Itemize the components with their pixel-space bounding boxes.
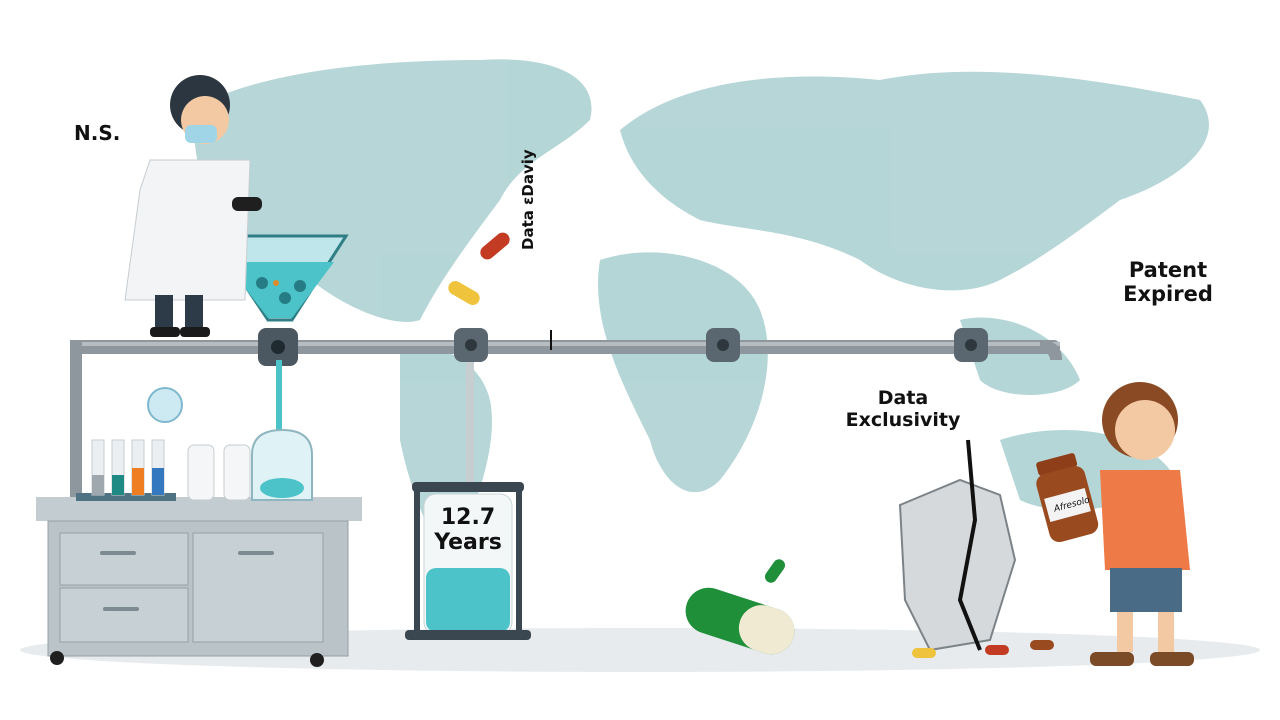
duration-container xyxy=(405,362,531,640)
flask-icon xyxy=(147,387,183,423)
pills xyxy=(448,232,1054,658)
cracked-rock xyxy=(898,478,1017,652)
scientist-figure xyxy=(124,75,262,337)
initials-label: N.S. xyxy=(74,121,121,145)
duration-label: 12.7 Years xyxy=(434,505,502,556)
vertical-marker-label: Data ɛDaviy xyxy=(519,149,537,250)
timeline-pipe xyxy=(70,328,1062,500)
data-exclusivity-label: Data Exclusivity xyxy=(845,387,961,431)
lab-bench xyxy=(36,428,362,667)
child-figure xyxy=(1090,382,1194,666)
medicine-bottle xyxy=(1036,453,1099,543)
patent-expired-label: Patent Expired xyxy=(1123,258,1213,307)
